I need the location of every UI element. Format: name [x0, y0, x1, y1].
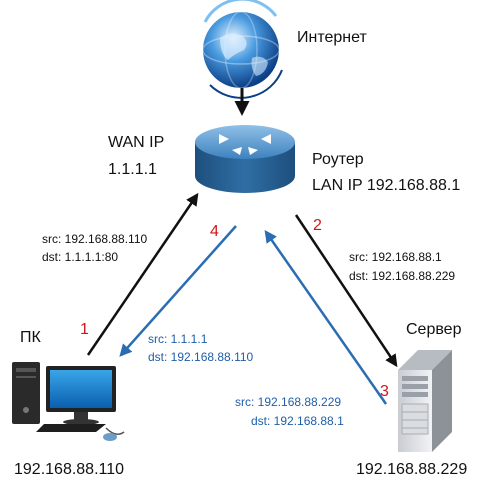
flow-1-dst: dst: 1.1.1.1:80: [42, 250, 119, 264]
wan-ip-label: WAN IP: [108, 134, 165, 151]
flow-arrow-3: [264, 229, 388, 405]
flow-arrow-1: [86, 192, 199, 356]
flow-4-src: src: 1.1.1.1: [148, 332, 208, 346]
lan-ip-label: LAN IP 192.168.88.1: [312, 177, 461, 194]
flow-2-dst: dst: 192.168.88.229: [349, 269, 456, 283]
flow-arrow-4: [119, 225, 237, 357]
step-number-3: 3: [380, 383, 389, 400]
step-number-4: 4: [210, 223, 219, 240]
server-label: Сервер: [406, 321, 462, 338]
step-number-1: 1: [80, 321, 89, 338]
globe-icon: [202, 0, 283, 99]
flow-1-src: src: 192.168.88.110: [42, 232, 148, 246]
wan-ip-value: 1.1.1.1: [108, 161, 157, 178]
router-label: Роутер: [312, 151, 364, 168]
server-icon: [398, 350, 452, 452]
flow-3-dst: dst: 192.168.88.1: [251, 414, 344, 428]
server-ip: 192.168.88.229: [356, 461, 468, 478]
flow-arrow-2: [294, 214, 398, 368]
pc-label: ПК: [20, 329, 41, 346]
pc-icon: [12, 362, 125, 441]
flow-4-dst: dst: 192.168.88.110: [148, 350, 254, 364]
step-number-2: 2: [313, 217, 322, 234]
internet-label: Интернет: [297, 29, 367, 46]
pc-ip: 192.168.88.110: [14, 461, 125, 478]
flow-2-src: src: 192.168.88.1: [349, 250, 442, 264]
flow-3-src: src: 192.168.88.229: [235, 395, 342, 409]
router-icon: [195, 125, 295, 193]
